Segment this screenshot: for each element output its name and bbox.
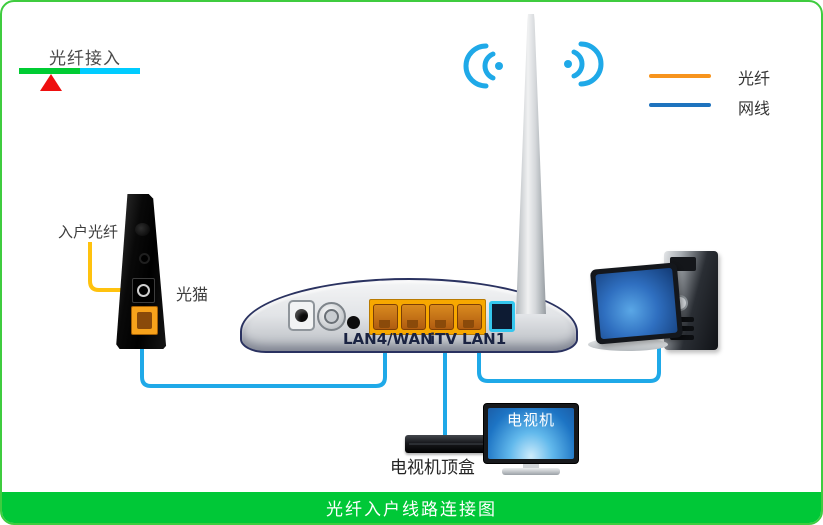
legend-fiber-line (649, 74, 711, 78)
tower-slot-icon (670, 317, 694, 322)
rj45-notch-icon (379, 320, 391, 328)
modem-button-icon (139, 253, 150, 264)
rj45-notch-icon (434, 320, 446, 328)
fiber-access-label: 光纤接入 (49, 49, 121, 69)
tv-screen-label: 电视机 (507, 411, 556, 429)
computer-screen (595, 267, 678, 340)
router-power-button (317, 302, 346, 331)
tv-device (483, 403, 579, 464)
tv-screen (488, 408, 574, 459)
rj45-port-2 (401, 304, 427, 330)
fiber-port-ring-icon (137, 284, 150, 297)
modem-lan-port-pins (137, 312, 152, 329)
modem-lan-port (131, 306, 158, 335)
diagram-title: 光纤入户线路连接图 (326, 500, 497, 520)
router-reset-button (347, 316, 360, 329)
router-power-jack (288, 300, 315, 331)
computer-monitor (589, 262, 684, 345)
port-label-lan4wan: LAN4/WAN (343, 330, 433, 348)
legend-cable-line (649, 103, 711, 107)
modem-connector-icon (135, 223, 150, 236)
port-label-lan1: LAN1 (462, 330, 507, 348)
settop-box-device (405, 435, 489, 453)
tv-stand-neck (523, 464, 539, 469)
router-lan-ports-panel (369, 299, 486, 335)
modem-label: 光猫 (176, 285, 209, 304)
router-wan-port (489, 301, 515, 332)
rj45-port-1 (373, 304, 399, 330)
footer-title-bar: 光纤入户线路连接图 (2, 492, 821, 523)
rj45-notch-icon (462, 320, 474, 328)
incoming-fiber-label: 入户光纤 (58, 223, 119, 241)
rj45-port-4 (456, 304, 482, 330)
rj45-port-3 (428, 304, 454, 330)
legend-fiber-label: 光纤 (738, 69, 771, 88)
modem-fiber-port (132, 278, 155, 303)
tv-stand-base (502, 468, 560, 475)
fiber-access-bar-cyan (79, 68, 140, 74)
wifi-waves-right-icon (564, 41, 604, 87)
tower-slot-icon (670, 335, 694, 340)
settop-box-seam (409, 443, 485, 445)
legend-cable-label: 网线 (738, 99, 771, 118)
router-antenna (516, 14, 546, 314)
power-button-ring-icon (324, 309, 339, 324)
wifi-waves-left-icon (463, 43, 503, 89)
port-label-itv: iTV (430, 330, 457, 348)
fiber-access-bar (19, 68, 140, 74)
fiber-access-bar-green (19, 68, 80, 74)
red-marker-icon (40, 74, 62, 91)
power-jack-pin-icon (295, 309, 308, 322)
settop-box-label: 电视机顶盒 (390, 458, 475, 478)
rj45-notch-icon (407, 320, 419, 328)
